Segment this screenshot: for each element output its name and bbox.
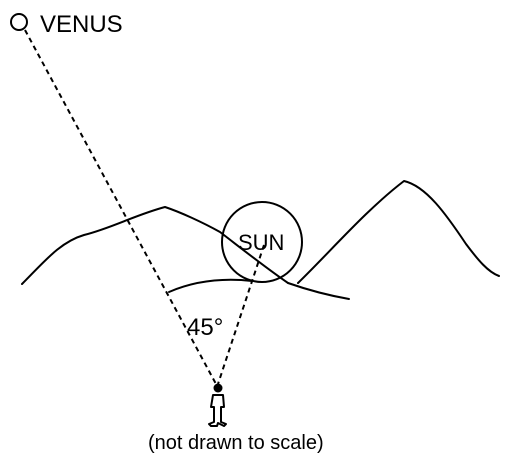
sun-label: SUN <box>238 230 284 255</box>
venus-marker <box>11 14 27 30</box>
observer-figure <box>209 384 226 427</box>
angle-arc <box>169 280 252 292</box>
angle-label: 45° <box>187 314 223 341</box>
sun-sight-line <box>218 245 264 384</box>
right-mountain <box>298 181 499 283</box>
scale-note: (not drawn to scale) <box>148 432 324 454</box>
venus-label: VENUS <box>40 11 123 38</box>
ground-slope <box>288 283 349 299</box>
